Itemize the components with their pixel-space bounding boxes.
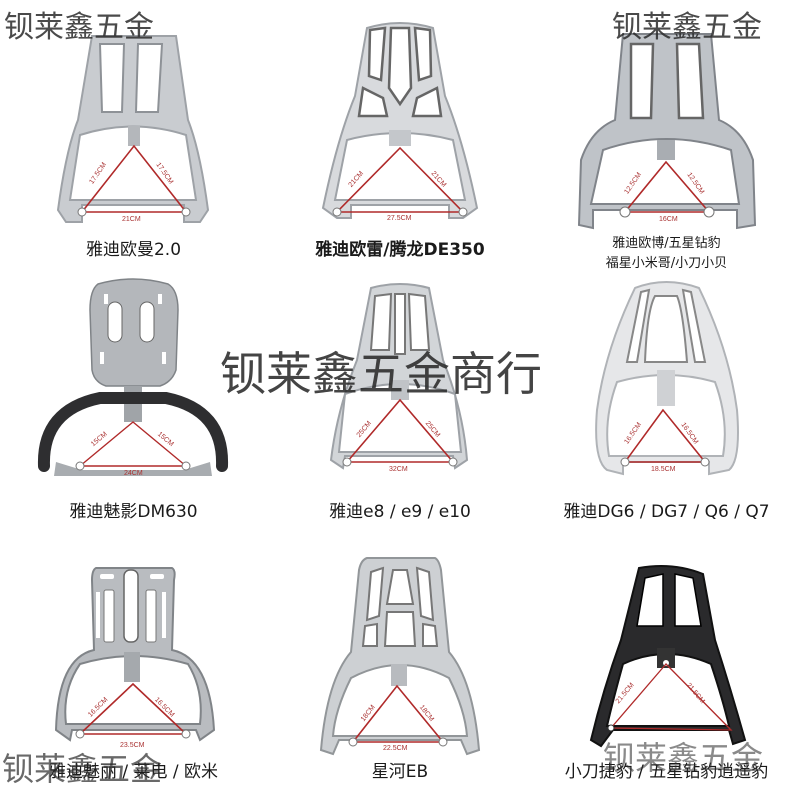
measure-base: 23.5CM — [120, 742, 145, 749]
product-caption: 雅迪魅影DM630 — [69, 502, 198, 522]
product-card: 17.5CM 17.5CM 21CM 雅迪欧曼2.0 — [0, 0, 267, 270]
watermark-top-left: 钡莱鑫五金 — [4, 10, 154, 45]
rack-image — [577, 33, 757, 230]
watermark-center: 钡莱鑫五金商行 — [220, 347, 542, 401]
rack-image — [56, 35, 210, 223]
product-caption-line-1: 雅迪欧博/五星钻豹 — [612, 236, 721, 251]
product-card: 21.5CM 21.5CM 小刀捷豹 / 五星钻豹逍遥豹 — [533, 540, 800, 800]
product-card: 12.5CM 12.5CM 16CM 雅迪欧博/五星钻豹 福星小米哥/小刀小贝 — [533, 0, 800, 270]
product-caption: 雅迪e8 / e9 / e10 — [329, 502, 471, 522]
watermark-bottom-left: 钡莱鑫五金 — [2, 750, 163, 788]
measure-base: 27.5CM — [387, 215, 412, 222]
product-card: 18CM 18CM 22.5CM 星河EB — [267, 540, 533, 800]
product-card: 16.5CM 16.5CM 18.5CM 雅迪DG6 / DG7 / Q6 / … — [533, 270, 800, 540]
measure-base: 21CM — [122, 216, 141, 223]
product-card: 15CM 15CM 24CM 雅迪魅影DM630 — [0, 270, 267, 540]
product-caption: 雅迪欧雷/腾龙DE350 — [315, 240, 485, 260]
product-caption: 星河EB — [371, 762, 429, 782]
measure-base: 24CM — [124, 470, 143, 477]
rack-image — [319, 557, 481, 756]
product-caption: 小刀捷豹 / 五星钻豹逍遥豹 — [564, 762, 769, 782]
product-card: 21CM 21CM 27.5CM 雅迪欧雷/腾龙DE350 — [267, 0, 533, 270]
measure-base: 18.5CM — [651, 466, 676, 473]
product-card: 25CM 25CM 32CM 雅迪e8 / e9 / e10 — [267, 270, 533, 540]
product-caption: 雅迪魅丽 / 莱电 / 欧米 — [48, 762, 219, 782]
watermark-top-right: 钡莱鑫五金 — [612, 10, 762, 45]
rack-image — [589, 565, 747, 748]
rack-image — [54, 567, 216, 742]
measure-base: 32CM — [389, 466, 408, 473]
rack-image — [321, 22, 479, 219]
measure-base: 22.5CM — [383, 745, 408, 752]
rack-image — [595, 281, 739, 476]
rack-image — [329, 283, 469, 470]
product-caption: 雅迪DG6 / DG7 / Q6 / Q7 — [563, 502, 770, 522]
product-caption: 雅迪欧曼2.0 — [85, 240, 182, 260]
rack-image — [37, 278, 229, 476]
watermark-bottom-right: 钡莱鑫五金 — [603, 739, 764, 777]
measure-base: 16CM — [659, 216, 678, 223]
product-caption-line-2: 福星小米哥/小刀小贝 — [605, 256, 728, 270]
product-card: 16.5CM 16.5CM 23.5CM 雅迪魅丽 / 莱电 / 欧米 — [0, 540, 267, 800]
